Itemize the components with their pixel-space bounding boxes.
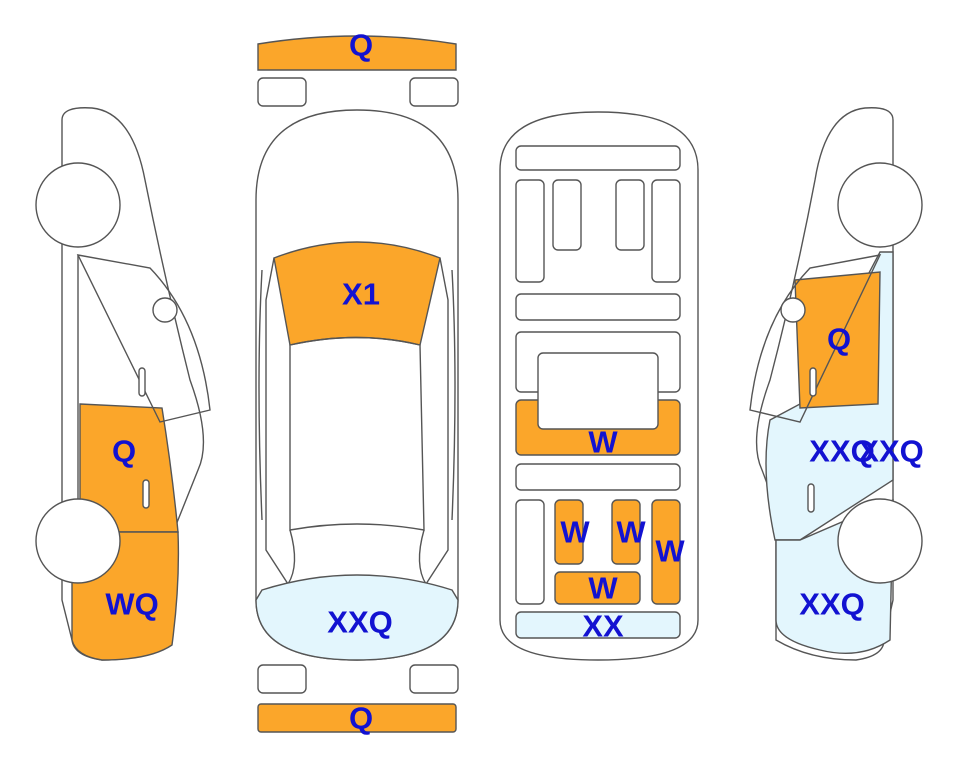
front-bumper-label: Q <box>349 28 373 63</box>
right-rear-door-handle-icon <box>807 483 815 513</box>
right-rear-door-label: XXQ <box>809 434 874 469</box>
right-rear-light-part[interactable] <box>409 664 459 694</box>
front-bumper-part[interactable] <box>257 35 457 71</box>
interior-rear-bench-label: W <box>588 571 618 606</box>
right-front-door-handle-icon <box>809 367 817 397</box>
interior-rear-seat-mid[interactable] <box>611 499 641 565</box>
interior-console-part[interactable] <box>515 293 681 321</box>
interior-rear-bench[interactable] <box>554 571 641 605</box>
right-front-wheel[interactable] <box>837 162 923 248</box>
left-mirror[interactable] <box>152 297 178 323</box>
interior-trunk-label: XX <box>582 609 624 644</box>
interior-left-door-front[interactable] <box>515 179 545 283</box>
left-side-view: Q WQ <box>35 107 211 661</box>
interior-rear-seat-left[interactable] <box>554 499 584 565</box>
left-rear-quarter-label: WQ <box>105 587 158 622</box>
interior-view: W W W W W XX <box>499 111 699 661</box>
interior-right-door-front[interactable] <box>651 179 681 283</box>
interior-seat-right-label: W <box>655 534 685 569</box>
interior-rear-console[interactable] <box>515 463 681 491</box>
right-mirror[interactable] <box>780 297 806 323</box>
interior-seat-mid-label: W <box>616 515 646 550</box>
top-view: Q X1 XXQ Q <box>255 28 459 736</box>
right-side-window-line <box>425 257 449 585</box>
rear-window-line <box>287 529 296 585</box>
left-rear-wheel[interactable] <box>35 498 121 584</box>
left-rear-door-handle-icon <box>142 479 150 509</box>
rear-bumper-part[interactable] <box>257 703 457 733</box>
left-window-line <box>76 254 211 423</box>
right-front-door-label: Q <box>827 322 851 357</box>
interior-dashboard-part[interactable] <box>515 145 681 171</box>
right-rear-quarter-label: XXQ <box>799 587 864 622</box>
hood-label: X1 <box>342 277 380 312</box>
right-pillar-line <box>451 269 456 521</box>
right-window-line <box>749 254 882 423</box>
trunk-label: XXQ <box>327 605 392 640</box>
right-side-view: Q XXQ XXQ XXQ <box>749 107 924 661</box>
left-pillar-line <box>258 269 263 521</box>
trunk-part[interactable] <box>255 574 459 661</box>
rear-window-line-right <box>418 529 427 585</box>
right-rear-wheel[interactable] <box>837 498 923 584</box>
left-rear-light-part[interactable] <box>257 664 307 694</box>
interior-front-seat-left[interactable] <box>552 179 582 251</box>
left-front-wheel[interactable] <box>35 162 121 248</box>
interior-front-seat-right[interactable] <box>615 179 645 251</box>
right-front-mirror-part[interactable] <box>409 77 459 107</box>
left-front-door-handle-icon <box>138 367 146 397</box>
rear-bumper-label: Q <box>349 701 373 736</box>
interior-left-door-rear[interactable] <box>515 499 545 605</box>
right-rear-door-overlap-label: XXQ <box>858 434 923 469</box>
left-front-mirror-part[interactable] <box>257 77 307 107</box>
left-side-window-line <box>265 257 289 585</box>
interior-middle-label: W <box>588 425 618 460</box>
interior-rear-seat-right[interactable] <box>651 499 681 605</box>
left-front-door-label: Q <box>112 434 136 469</box>
interior-trunk-part[interactable] <box>515 611 681 639</box>
interior-seat-left-label: W <box>560 515 590 550</box>
interior-sunroof-part[interactable] <box>537 352 659 430</box>
